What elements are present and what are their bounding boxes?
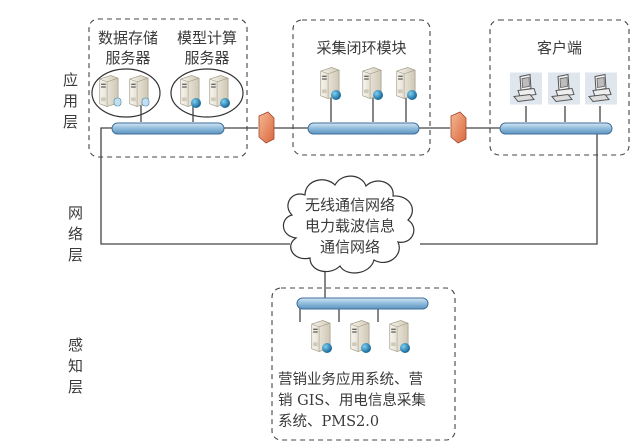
collection-module-box <box>292 19 431 156</box>
storage-server-icon <box>99 75 122 107</box>
bus-perception <box>296 297 429 310</box>
label-line: 通信网络 <box>319 238 380 256</box>
link-right-to-cloud <box>420 127 610 245</box>
layer-char: 层 <box>63 113 79 131</box>
label-line: 电力载波信息 <box>304 217 395 235</box>
globe-icon <box>373 90 383 100</box>
model-compute-server-label: 模型计算 服务器 <box>168 28 246 68</box>
layer-char: 感 <box>68 336 84 354</box>
label-line: 服务器 <box>105 49 151 67</box>
label-line: 营销业务应用系统、营 <box>278 372 423 388</box>
data-storage-server-label: 数据存储 服务器 <box>91 28 165 68</box>
perception-server-icon <box>389 320 410 353</box>
bus-collection <box>307 122 420 135</box>
client-pc-icon <box>585 72 617 105</box>
network-links <box>100 98 610 322</box>
client-pc-icon <box>510 72 542 105</box>
label-line: 服务器 <box>184 49 230 67</box>
client-pc-icon <box>548 72 580 105</box>
compute-server-icon <box>209 75 230 108</box>
bus-client <box>499 122 613 135</box>
database-icon <box>113 97 122 107</box>
layer-char: 用 <box>63 92 79 110</box>
label-line: 系统、PMS2.0 <box>278 414 380 430</box>
database-icon <box>141 97 150 107</box>
collection-server-icon <box>396 67 417 100</box>
client-group-box <box>489 19 630 156</box>
perception-server-icon <box>311 320 332 353</box>
label-line: 数据存储 <box>97 29 158 47</box>
bus-application <box>111 122 225 135</box>
label-line: 模型计算 <box>176 29 237 47</box>
link-left-to-cloud <box>100 127 290 245</box>
firewall-icon <box>450 111 467 144</box>
network-cloud-label: 无线通信网络 电力载波信息 通信网络 <box>280 195 420 258</box>
globe-icon <box>361 343 371 353</box>
network-layer-label: 网 络 层 <box>68 203 86 266</box>
storage-servers-ellipse <box>91 68 161 118</box>
firewall-icon <box>258 111 275 144</box>
label-line: 无线通信网络 <box>304 196 395 214</box>
layer-char: 层 <box>68 246 84 264</box>
perception-systems-box <box>271 287 456 441</box>
perception-layer-label: 感 知 层 <box>68 335 86 398</box>
globe-icon <box>220 98 230 108</box>
application-layer-label: 应 用 层 <box>63 70 81 133</box>
network-cloud-icon <box>282 175 415 274</box>
globe-icon <box>400 343 410 353</box>
compute-servers-ellipse <box>170 68 244 118</box>
layer-char: 络 <box>68 225 84 243</box>
label-line: 销 GIS、用电信息采集 <box>278 393 426 409</box>
layer-char: 层 <box>68 378 84 396</box>
globe-icon <box>407 90 417 100</box>
collection-module-title: 采集闭环模块 <box>316 39 407 57</box>
collection-server-icon <box>320 67 341 100</box>
compute-server-icon <box>180 75 201 108</box>
globe-icon <box>331 90 341 100</box>
layer-char: 网 <box>68 204 84 222</box>
globe-icon <box>322 343 332 353</box>
client-title: 客户端 <box>536 39 582 57</box>
globe-icon <box>191 98 201 108</box>
storage-server-icon <box>129 75 150 107</box>
layer-char: 知 <box>68 357 84 375</box>
perception-server-icon <box>350 320 371 353</box>
layer-char: 应 <box>63 71 79 89</box>
collection-server-icon <box>362 67 383 100</box>
perception-systems-label: 营销业务应用系统、营 销 GIS、用电信息采集 系统、PMS2.0 <box>278 370 454 433</box>
